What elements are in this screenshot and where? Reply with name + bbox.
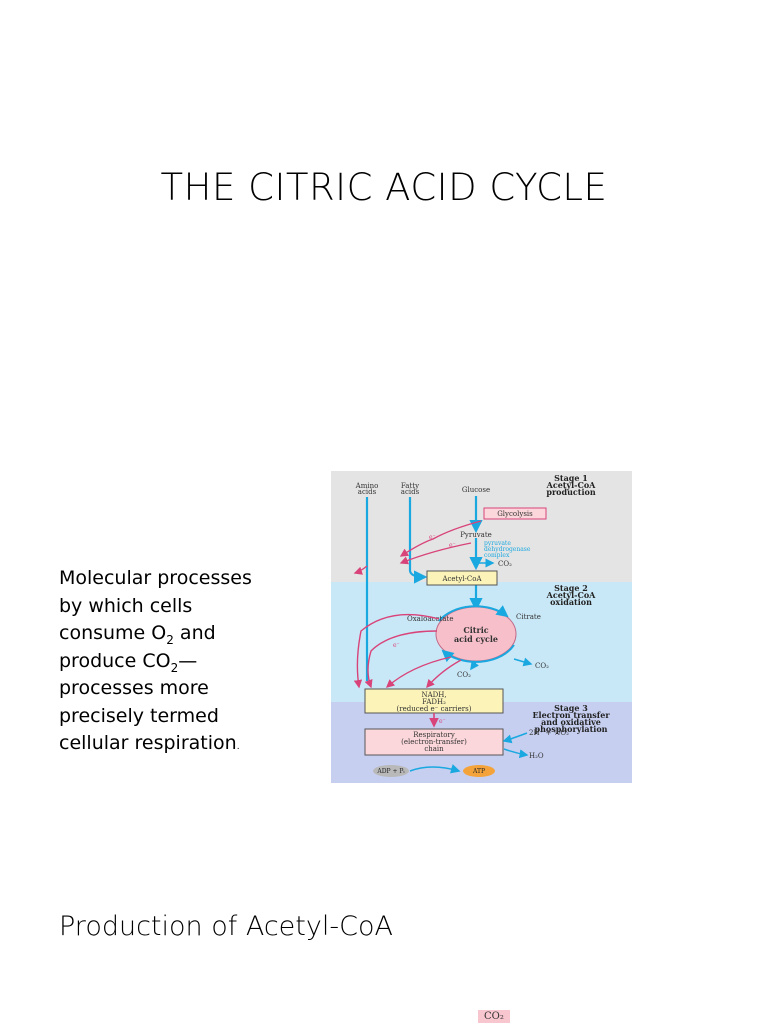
amino-acids-label: acids [358,488,377,496]
stage1-label: production [546,487,595,497]
carriers-label: NADH, [421,691,446,699]
fatty-acids-label: acids [401,488,420,496]
body-line: Molecular processes [59,567,252,589]
co2-out-arrow [513,657,533,667]
citric-acid-cycle-figure: Stage 1 Acetyl-CoA production Stage 2 Ac… [331,471,632,783]
adp-badge [373,765,409,777]
carriers-box [364,688,504,714]
section-heading: Production of Acetyl-CoA [59,911,393,942]
electron-arrow [364,630,438,689]
pdh-label: dehydrogenase [484,546,531,553]
adp-to-atp-arrow [409,764,461,774]
stage1-label: Acetyl-CoA [546,480,597,490]
co2-label: CO₂ [457,671,471,679]
electron-arrow [353,613,440,689]
cycle-arrow [441,644,515,663]
electron-label: e⁻ [393,642,400,649]
oxaloacetate-label: Oxaloacetate [407,615,454,623]
fatty-acids-label: Fatty [401,482,419,490]
stage3-label: and oxidative [541,717,601,727]
body-line: precisely termed [59,704,219,727]
body-line: cellular respiration. [59,732,240,754]
stage2-label: Stage 2 [554,583,588,593]
oxygen-arrow [502,732,528,744]
body-line: processes more [59,677,209,699]
body-line: by which cells [59,594,193,617]
water-label: H₂O [529,752,544,760]
co2-label: CO₂ [498,560,512,568]
fatty-to-acetyl-arrow [408,570,428,584]
carriers-label: FADH₂ [422,698,446,706]
citrate-label: Citrate [516,613,541,621]
cycle-arrow [438,605,509,622]
chain-label: chain [424,745,444,753]
body-line: consume O2 and [59,622,216,647]
adp-label: ADP + Pᵢ [376,768,405,775]
stage3-label: Electron transfer [532,710,610,720]
chain-label: (electron-transfer) [401,738,467,746]
body-text: Molecular processes by which cells consu… [59,565,299,762]
electron-arrow [399,542,472,565]
electron-label: e⁻ [439,718,446,725]
electron-arrow [353,565,368,575]
pyruvate-label: Pyruvate [460,531,492,539]
acetyl-coa-box [426,570,498,586]
pdh-label: complex [484,552,510,559]
stage3-label: phosphorylation [535,724,608,734]
stage2-label: Acetyl-CoA [546,590,597,600]
pdh-label: pyruvate [484,540,511,547]
electron-label: e⁻ [449,542,456,549]
electron-arrow [385,656,452,688]
stage3-label: Stage 3 [554,703,588,713]
cycle-label: acid cycle [454,634,498,644]
carriers-label: (reduced e⁻ carriers) [397,705,472,713]
respiratory-chain-box [364,728,504,756]
co2-label: CO₂ [535,662,549,670]
co2-tag: CO₂ [478,1010,510,1023]
glucose-label: Glucose [462,486,490,494]
atp-label: ATP [472,768,485,775]
oxygen-label: 2H⁺ + ½O₂ [529,729,569,737]
atp-badge [463,765,495,777]
electron-arrow [426,659,462,689]
acetyl-coa-label: Acetyl-CoA [441,575,482,583]
electron-arrow [399,520,482,557]
glycolysis-label: Glycolysis [497,510,533,518]
stage1-label: Stage 1 [554,473,588,483]
water-arrow [503,748,529,759]
chain-label: Respiratory [413,731,455,739]
co2-out-arrow [470,660,480,671]
slide-title: THE CITRIC ACID CYCLE [160,166,608,209]
cycle-label: Citric [463,625,488,635]
amino-acids-label: Amino [355,482,379,490]
glycolysis-box [483,507,547,520]
body-line: produce CO2— [59,649,198,675]
electron-label: e⁻ [429,534,436,541]
stage2-label: oxidation [550,597,592,607]
